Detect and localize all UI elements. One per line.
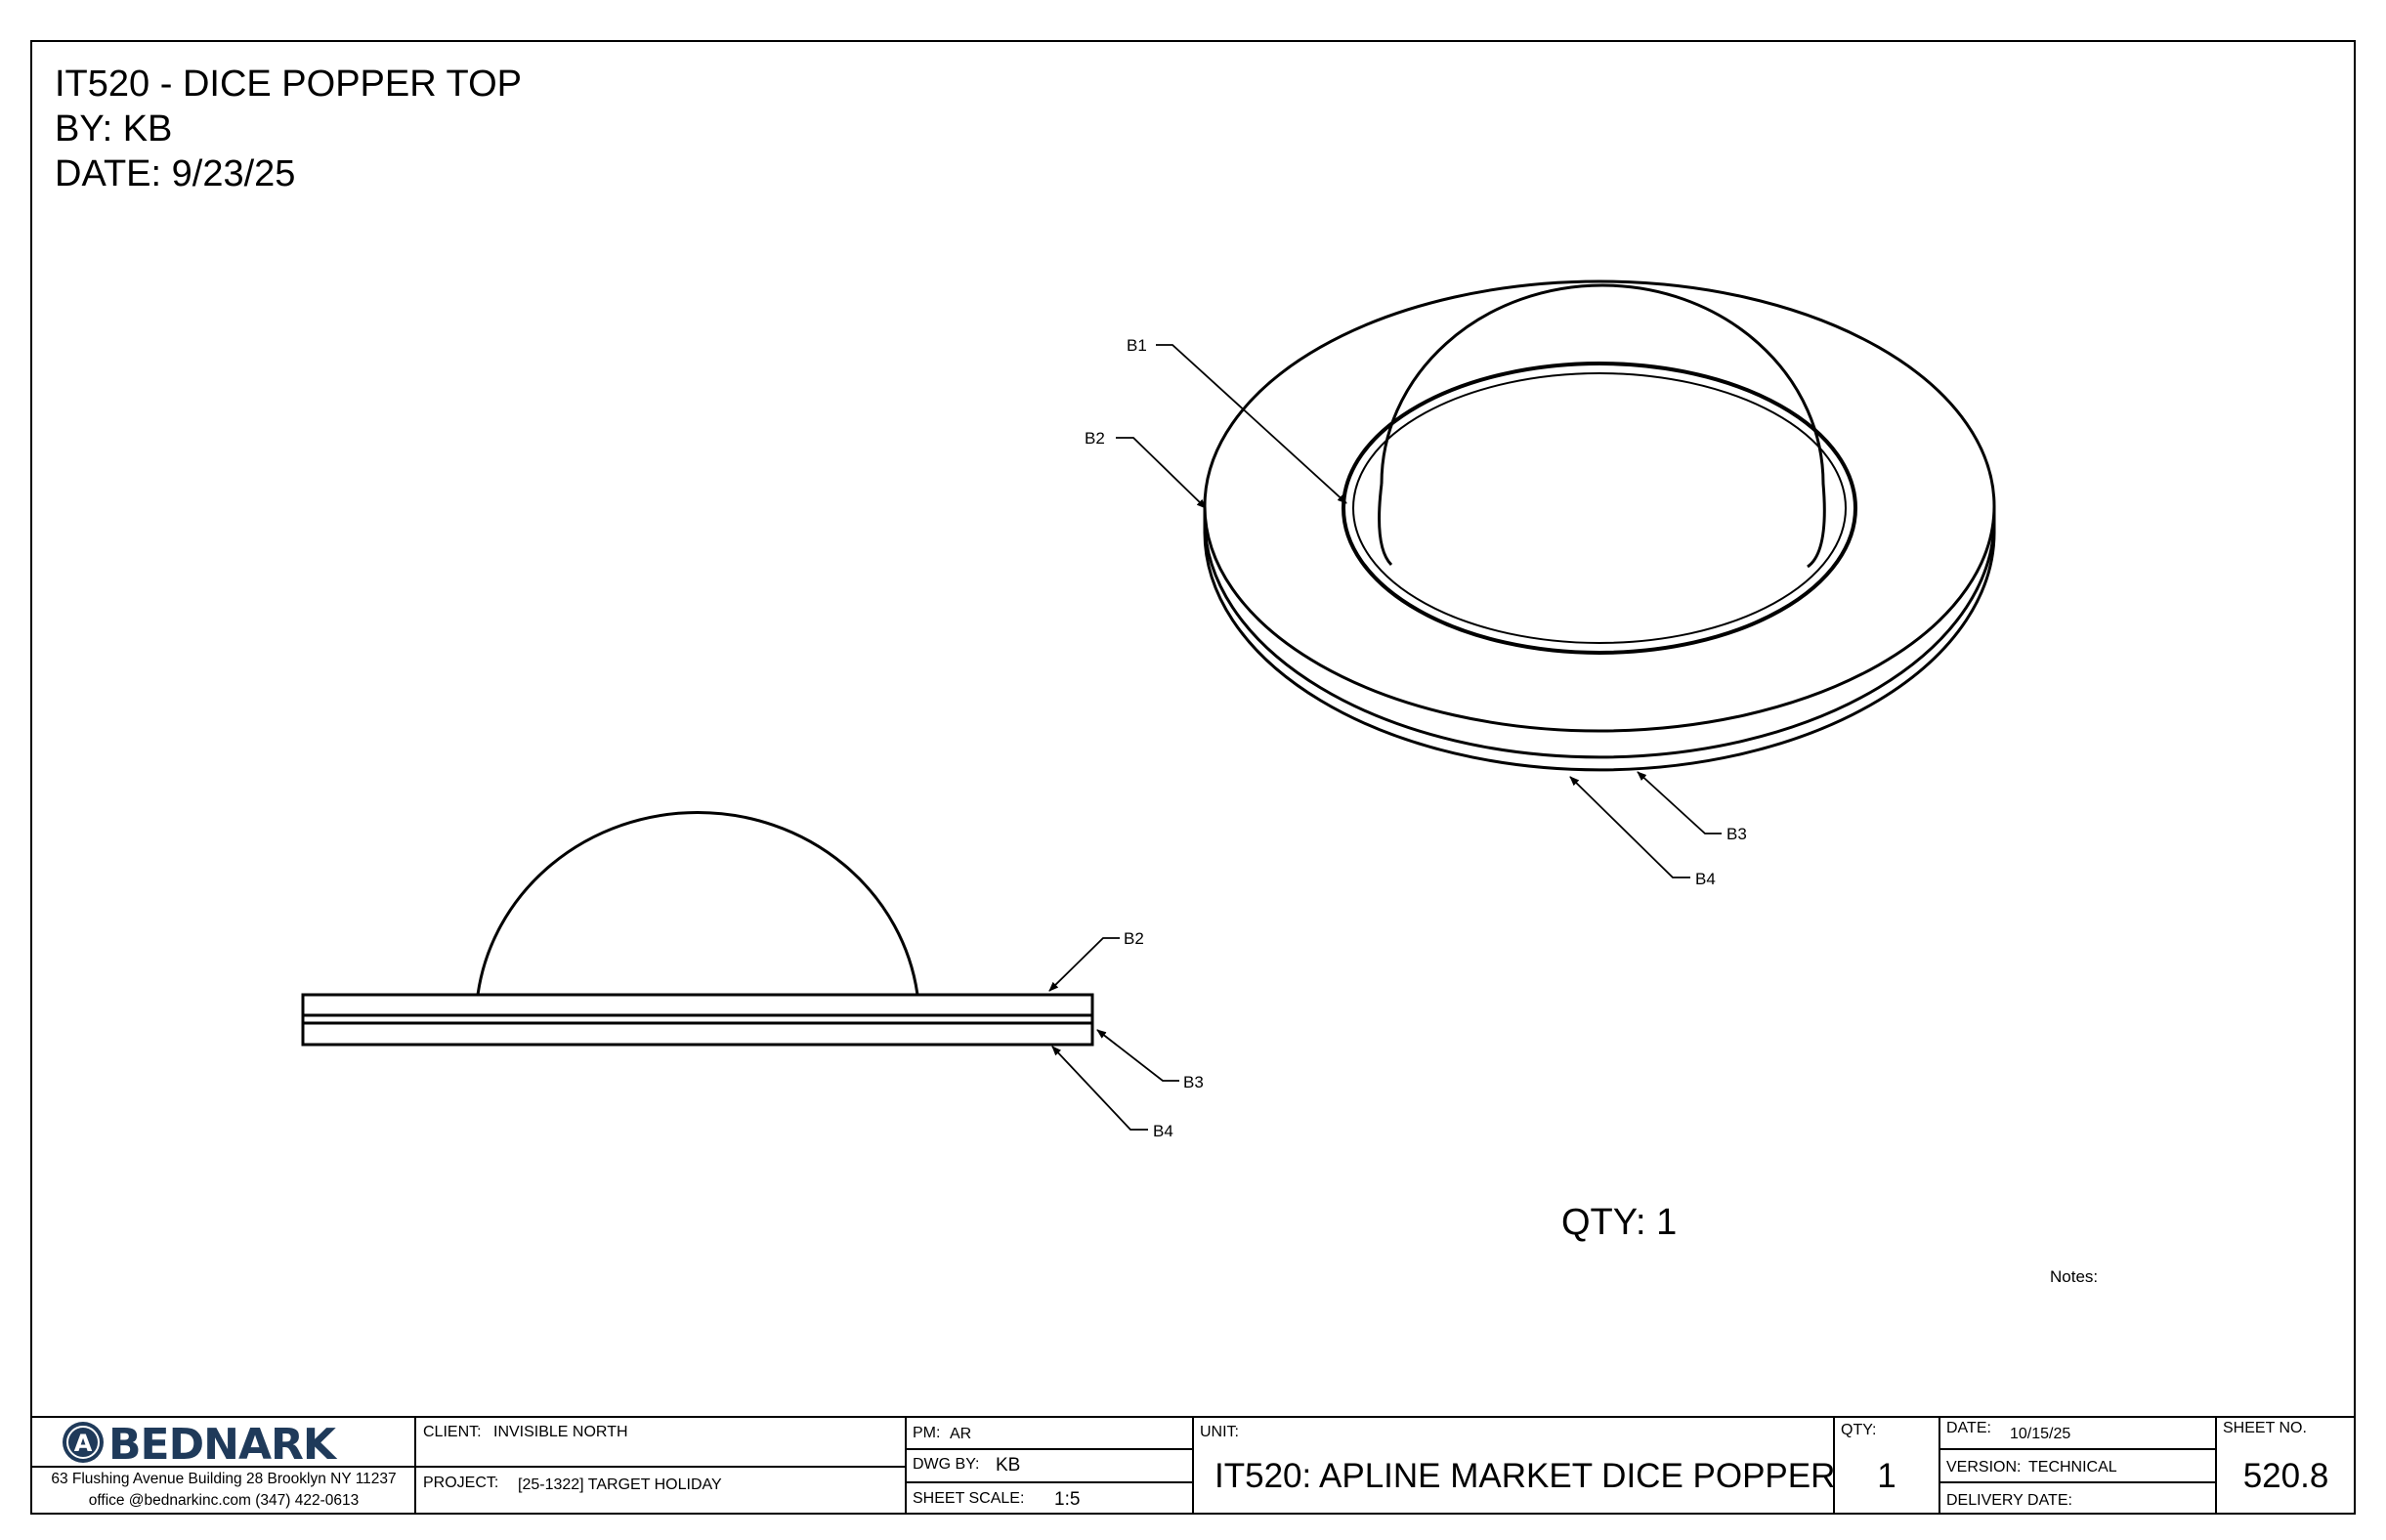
callout-iso-b4: B4 bbox=[1695, 870, 1716, 888]
base-layer-b3 bbox=[1203, 519, 1996, 759]
project-label: PROJECT: bbox=[423, 1475, 499, 1491]
sheet-scale-label: SHEET SCALE: bbox=[913, 1490, 1025, 1507]
leader-side-b3 bbox=[1096, 1029, 1179, 1082]
dome-ring-outer bbox=[1342, 362, 1857, 655]
notes-label: Notes: bbox=[2050, 1267, 2099, 1286]
unit-label: UNIT: bbox=[1200, 1424, 1239, 1440]
callout-iso-b1: B1 bbox=[1127, 336, 1147, 355]
title-block: A BEDNARK 63 Flushing Avenue Building 28… bbox=[30, 1416, 2356, 1515]
isometric-view bbox=[1203, 279, 1996, 772]
project-value: [25-1322] TARGET HOLIDAY bbox=[518, 1476, 722, 1493]
pm-label: PM: bbox=[913, 1425, 941, 1441]
company-logo: A BEDNARK bbox=[54, 1419, 405, 1470]
side-view bbox=[301, 810, 1094, 1047]
dome-b1 bbox=[1380, 283, 1826, 569]
quantity-note: QTY: 1 bbox=[1561, 1202, 1678, 1243]
delivery-date-label: DELIVERY DATE: bbox=[1946, 1492, 2072, 1509]
date-value: 10/15/25 bbox=[2010, 1426, 2071, 1442]
dwg-by-value: KB bbox=[996, 1455, 1021, 1476]
version-label: VERSION: bbox=[1946, 1459, 2022, 1476]
sheet-scale-value: 1:5 bbox=[1054, 1489, 1081, 1510]
logo-wordmark: BEDNARK bbox=[108, 1420, 338, 1466]
leader-iso-b2 bbox=[1116, 437, 1207, 509]
company-address: 63 Flushing Avenue Building 28 Brooklyn … bbox=[32, 1469, 415, 1512]
drawn-by: BY: KB bbox=[55, 108, 173, 150]
unit-value: IT520: APLINE MARKET DICE POPPER bbox=[1214, 1457, 1836, 1495]
leader-iso-b4 bbox=[1569, 776, 1690, 878]
client-value: INVISIBLE NORTH bbox=[493, 1424, 628, 1440]
version-value: TECHNICAL bbox=[2028, 1459, 2117, 1476]
drawing-title: IT520 - DICE POPPER TOP bbox=[55, 64, 522, 105]
date-label: DATE: bbox=[1946, 1420, 1991, 1436]
sheet-no-label: SHEET NO. bbox=[2223, 1420, 2307, 1436]
drawing-date: DATE: 9/23/25 bbox=[55, 153, 296, 194]
leader-lines bbox=[1048, 344, 1722, 1131]
plate-b4 bbox=[301, 1021, 1094, 1047]
qty-value: 1 bbox=[1877, 1457, 1896, 1495]
address-line-1: 63 Flushing Avenue Building 28 Brooklyn … bbox=[51, 1471, 397, 1487]
top-disc-b2 bbox=[1203, 279, 1996, 733]
base-layer-b4 bbox=[1203, 532, 1996, 772]
plate-b2 bbox=[301, 993, 1094, 1017]
client-label: CLIENT: bbox=[423, 1424, 482, 1440]
callout-side-b2: B2 bbox=[1124, 929, 1144, 948]
leader-side-b2 bbox=[1048, 937, 1120, 992]
pm-value: AR bbox=[950, 1426, 972, 1442]
title-block-grid bbox=[30, 1416, 2356, 1515]
logo-letter: A bbox=[74, 1430, 93, 1457]
callout-iso-b3: B3 bbox=[1726, 825, 1747, 843]
callout-side-b3: B3 bbox=[1183, 1073, 1204, 1091]
address-line-2: office @bednarkinc.com (347) 422-0613 bbox=[88, 1492, 360, 1509]
leader-iso-b3 bbox=[1637, 771, 1722, 834]
callout-iso-b2: B2 bbox=[1085, 429, 1105, 448]
callout-side-b4: B4 bbox=[1153, 1122, 1173, 1140]
dwg-by-label: DWG BY: bbox=[913, 1456, 980, 1473]
dome-profile bbox=[476, 810, 919, 996]
leader-iso-b1 bbox=[1156, 344, 1347, 504]
sheet-no-value: 520.8 bbox=[2242, 1457, 2329, 1495]
leader-side-b4 bbox=[1051, 1046, 1148, 1131]
qty-label: QTY: bbox=[1841, 1422, 1877, 1438]
dome-ring-inner bbox=[1352, 372, 1847, 644]
